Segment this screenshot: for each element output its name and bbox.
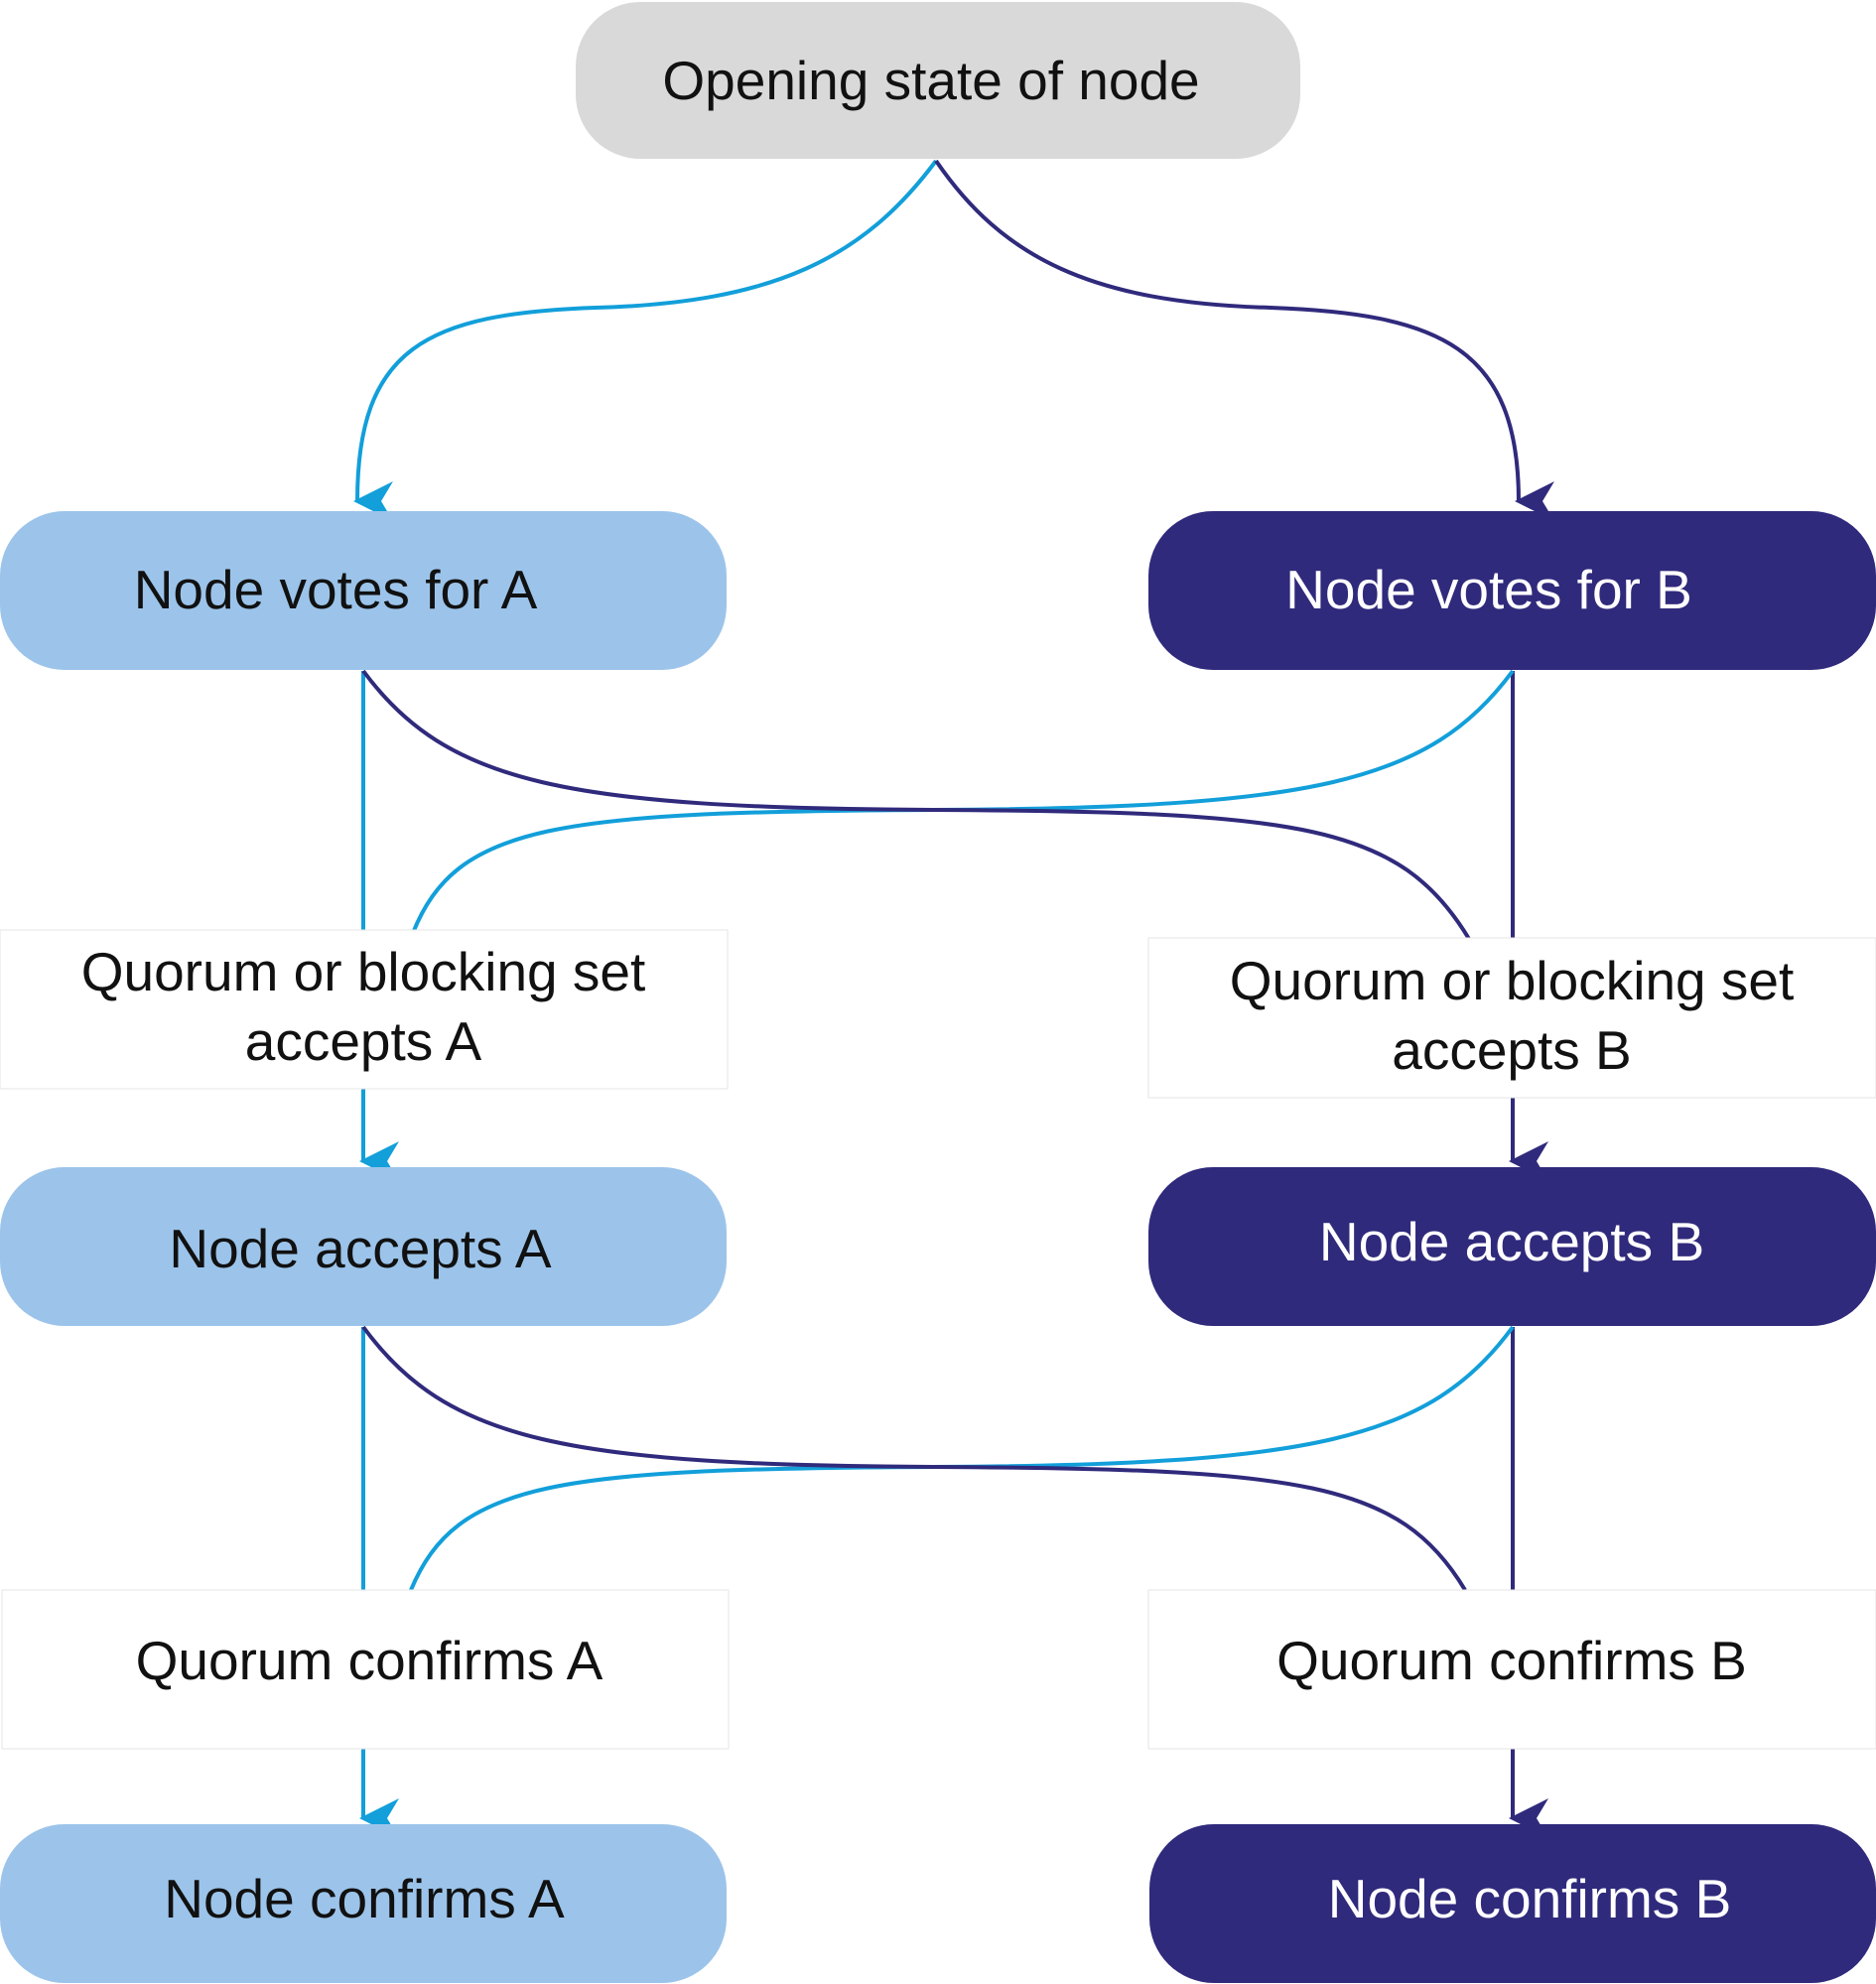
node-votes-b-label: Node votes for B bbox=[1285, 559, 1692, 620]
condition-confirm-b-text: Quorum confirms B bbox=[1276, 1630, 1747, 1691]
condition-accept-a-line1: Quorum or blocking set bbox=[81, 941, 646, 1002]
node-confirms-b-label: Node confirms B bbox=[1328, 1868, 1732, 1929]
connector-start-to-vote-a bbox=[353, 159, 938, 522]
connector-accept-b-to-confirm-a bbox=[409, 1325, 1515, 1591]
condition-accept-b-line2: accepts B bbox=[1392, 1019, 1632, 1081]
node-votes-a: Node votes for A bbox=[0, 511, 727, 670]
connector-start-to-vote-b bbox=[934, 159, 1555, 521]
connector-accept-a-to-confirm-b bbox=[361, 1325, 1467, 1592]
node-accepts-a: Node accepts A bbox=[0, 1167, 727, 1326]
node-opening-state: Opening state of node bbox=[576, 2, 1300, 159]
condition-accept-a: Quorum or blocking set accepts A bbox=[0, 929, 729, 1090]
condition-confirm-b: Quorum confirms B bbox=[1147, 1589, 1876, 1750]
connector-vote-a-to-accept-b bbox=[361, 669, 1471, 941]
condition-confirm-a: Quorum confirms A bbox=[1, 1589, 730, 1750]
node-accepts-a-label: Node accepts A bbox=[169, 1218, 552, 1279]
connector-vote-b-to-accept-a bbox=[411, 669, 1515, 934]
condition-confirm-a-text: Quorum confirms A bbox=[136, 1630, 603, 1691]
node-confirms-b: Node confirms B bbox=[1149, 1824, 1876, 1983]
node-accepts-b-label: Node accepts B bbox=[1319, 1211, 1704, 1272]
node-accepts-b: Node accepts B bbox=[1148, 1167, 1876, 1326]
node-opening-state-label: Opening state of node bbox=[662, 50, 1199, 111]
node-votes-a-label: Node votes for A bbox=[134, 559, 538, 620]
node-votes-b: Node votes for B bbox=[1148, 511, 1876, 670]
node-confirms-a-label: Node confirms A bbox=[164, 1868, 565, 1929]
node-confirms-a: Node confirms A bbox=[0, 1824, 727, 1983]
condition-accept-a-line2: accepts A bbox=[245, 1010, 482, 1072]
condition-accept-b: Quorum or blocking set accepts B bbox=[1147, 937, 1876, 1099]
condition-accept-b-line1: Quorum or blocking set bbox=[1230, 950, 1795, 1011]
